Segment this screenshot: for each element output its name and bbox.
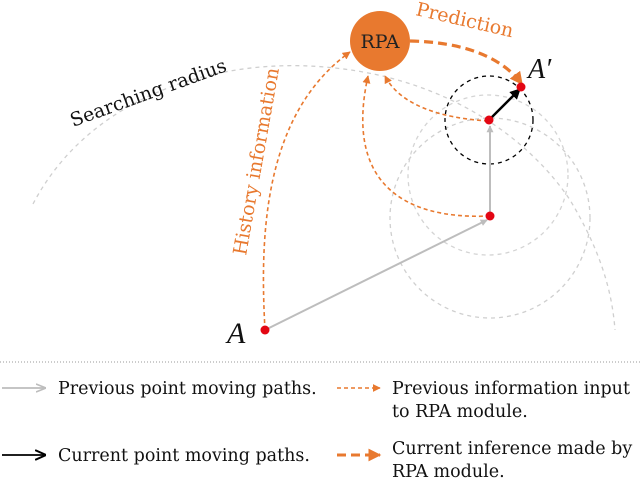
legend-current-inference-label-line1: Current inference made by [392, 439, 632, 459]
point-mid [485, 211, 495, 221]
current-path-arrow [488, 88, 521, 121]
point-a [260, 325, 270, 335]
history-information-label: History information [229, 66, 284, 257]
history-arrow-from-mid [362, 75, 491, 218]
legend-previous-info-label-line1: Previous information input [392, 379, 630, 399]
legend-current-inference-label-line2: RPA module. [392, 462, 505, 482]
legend-previous-info-label-line2: to RPA module. [392, 402, 528, 422]
searching-radius-arc [32, 65, 616, 331]
search-circle-large [389, 117, 591, 319]
history-arrow-from-a [262, 51, 351, 331]
current-search-circle [444, 75, 534, 165]
rpa-label: RPA [360, 31, 399, 53]
point-a-label: A [225, 317, 246, 350]
history-arrow-from-top [384, 75, 489, 122]
point-top [484, 115, 494, 125]
searching-radius-label: Searching radius [67, 55, 229, 132]
previous-path-arrow-1 [264, 219, 488, 331]
search-circle-small [407, 94, 569, 256]
legend-current-paths-label: Current point moving paths. [58, 446, 310, 466]
prediction-label: Prediction [414, 0, 516, 42]
legend-previous-paths-label: Previous point moving paths. [58, 379, 317, 399]
rpa-node [350, 11, 410, 71]
prediction-arrow [409, 39, 524, 86]
point-a-prime-label: A′ [526, 54, 552, 85]
point-a-prime [516, 82, 526, 92]
